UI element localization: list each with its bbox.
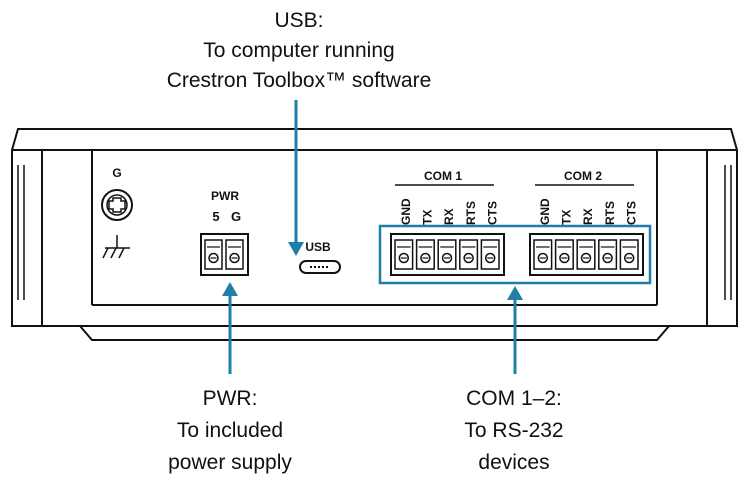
terminal-cell bbox=[437, 239, 457, 270]
terminal-cell bbox=[480, 239, 500, 270]
screw-icon bbox=[484, 252, 496, 264]
terminal-cell bbox=[619, 239, 639, 270]
com-pin-label: RX bbox=[442, 208, 456, 225]
side-ribs bbox=[17, 165, 732, 300]
screw-icon bbox=[580, 252, 592, 264]
com1-title: COM 1 bbox=[424, 169, 462, 183]
usb-port: USB bbox=[299, 240, 341, 274]
com-pin-label: CTS bbox=[485, 201, 499, 225]
usb-arrow bbox=[288, 100, 304, 256]
com2-title: COM 2 bbox=[564, 169, 602, 183]
pwr-pin-label: 5 bbox=[212, 209, 219, 224]
com-callout-line: devices bbox=[478, 451, 549, 474]
device-foot bbox=[79, 325, 670, 341]
com-pin-label: RX bbox=[581, 208, 595, 225]
usb-c-port-icon bbox=[299, 260, 341, 274]
com-callout-line: To RS-232 bbox=[464, 419, 563, 442]
screw-icon bbox=[463, 252, 474, 264]
screw-icon bbox=[623, 252, 635, 264]
com-pin-label: TX bbox=[560, 210, 574, 225]
terminal-cell bbox=[598, 239, 618, 270]
pwr-callout-line: PWR: bbox=[203, 387, 258, 410]
pwr-callout-line: power supply bbox=[168, 451, 292, 474]
terminal-cell bbox=[554, 239, 574, 270]
pwr-arrow bbox=[222, 282, 238, 374]
ground-terminal: G bbox=[101, 166, 133, 259]
screw-icon bbox=[398, 252, 410, 264]
com-pin-label: RTS bbox=[464, 201, 478, 225]
device-body bbox=[11, 128, 738, 327]
usb-port-label: USB bbox=[305, 240, 331, 254]
pwr-pin-label: G bbox=[231, 209, 241, 224]
usb-callout-line: To computer running bbox=[203, 39, 394, 62]
usb-callout: USB: To computer running Crestron Toolbo… bbox=[167, 9, 432, 92]
terminal-cell bbox=[394, 239, 414, 270]
com1-connector: COM 1 GND TX RX RTS CTS bbox=[390, 169, 505, 276]
screw-icon bbox=[208, 252, 219, 264]
screw-icon bbox=[537, 252, 549, 264]
com2-connector: COM 2 GND TX RX RTS CTS bbox=[529, 169, 644, 276]
usb-callout-line: Crestron Toolbox™ software bbox=[167, 69, 432, 92]
pwr-connector: PWR 5 G bbox=[200, 189, 249, 276]
com-pin-label: CTS bbox=[624, 201, 638, 225]
com-pin-label: GND bbox=[538, 198, 552, 225]
com-callout: COM 1–2: To RS-232 devices bbox=[464, 387, 563, 474]
earth-ground-icon bbox=[102, 235, 130, 259]
screw-icon bbox=[441, 252, 453, 264]
ground-screw-icon bbox=[101, 189, 133, 221]
screw-icon bbox=[229, 252, 240, 264]
com-pin-label: TX bbox=[421, 210, 435, 225]
terminal-cell bbox=[459, 239, 479, 270]
terminal-cell bbox=[204, 239, 223, 270]
com-arrow bbox=[507, 286, 523, 374]
screw-icon bbox=[420, 252, 431, 264]
screw-icon bbox=[602, 252, 613, 264]
pwr-title: PWR bbox=[211, 189, 239, 203]
pwr-callout: PWR: To included power supply bbox=[168, 387, 292, 474]
com-highlight-box bbox=[378, 224, 652, 285]
com-pin-label: RTS bbox=[603, 201, 617, 225]
terminal-cell bbox=[225, 239, 244, 270]
terminal-cell bbox=[576, 239, 596, 270]
screw-icon bbox=[559, 252, 570, 264]
pwr-callout-line: To included bbox=[177, 419, 283, 442]
ground-label: G bbox=[112, 166, 121, 180]
com-pin-label: GND bbox=[399, 198, 413, 225]
usb-callout-line: USB: bbox=[274, 9, 323, 32]
com-callout-line: COM 1–2: bbox=[466, 387, 562, 410]
terminal-cell bbox=[415, 239, 435, 270]
terminal-cell bbox=[533, 239, 553, 270]
